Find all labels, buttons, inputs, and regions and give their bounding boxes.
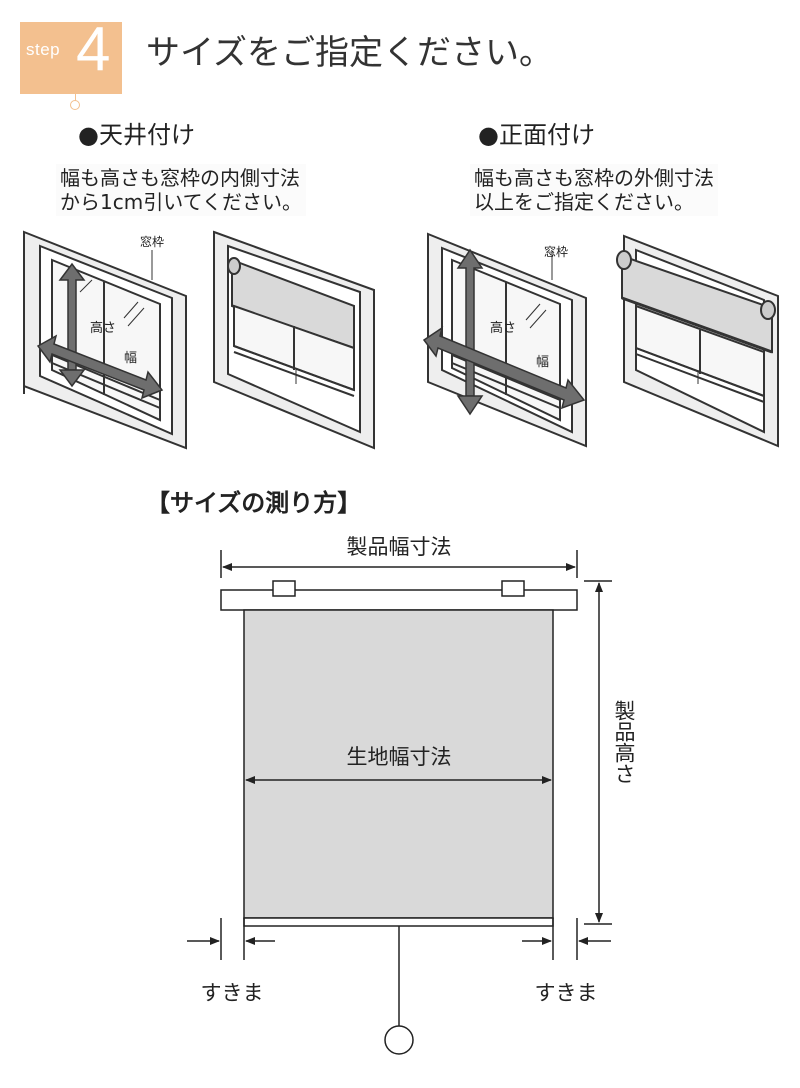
step-number: 4 [76, 15, 111, 84]
ceiling-width-arrow [36, 334, 164, 400]
window-illustrations: 窓枠 高さ 幅 窓枠 高さ 幅 [23, 230, 779, 450]
front-height-arrow [456, 248, 484, 416]
product-height-label: 製品高さ [612, 700, 636, 784]
left-gap-label: すきま [201, 981, 264, 1005]
ceiling-mount-title: ●天井付け [78, 121, 195, 149]
left-gap-dimension [187, 918, 275, 960]
front-width-label: 幅 [536, 355, 549, 370]
front-height-label: 高さ [490, 320, 516, 336]
ceiling-width-label: 幅 [124, 351, 137, 366]
right-gap-dimension [522, 918, 611, 960]
product-width-dimension [220, 550, 578, 578]
front-mount-description: 幅も高さも窓枠の外側寸法 以上をご指定ください。 [470, 164, 718, 216]
front-width-arrow [422, 326, 586, 410]
bottom-bar [243, 917, 554, 927]
measurement-diagram: 製品幅寸法 生地幅寸法 製品高さ すきま すきま [187, 535, 636, 1055]
right-gap-label: すきま [535, 981, 598, 1005]
step-badge [20, 22, 122, 94]
pull-cord [384, 926, 414, 1055]
front-frame-label: 窓枠 [544, 244, 568, 259]
step-dot [70, 100, 80, 110]
step-word: step [26, 40, 61, 59]
front-window-with-blind [616, 234, 779, 448]
ceiling-height-label: 高さ [90, 320, 116, 336]
front-mount-title: ●正面付け [478, 121, 595, 149]
headrail [220, 580, 578, 611]
blind-fabric [243, 609, 554, 919]
measurement-title: 【サイズの測り方】 [146, 489, 362, 517]
ceiling-window-with-blind [213, 230, 375, 450]
ceiling-height-arrow [58, 262, 86, 388]
ceiling-mount-description: 幅も高さも窓枠の内側寸法 から1cm引いてください。 [56, 164, 307, 216]
ceiling-frame-label: 窓枠 [140, 234, 164, 249]
product-width-label: 製品幅寸法 [347, 535, 452, 559]
product-height-dimension [584, 580, 612, 925]
page-title: サイズをご指定ください。 [146, 33, 553, 73]
fabric-width-label: 生地幅寸法 [347, 745, 452, 769]
step-pin [75, 94, 76, 102]
front-window-frame [427, 232, 587, 448]
